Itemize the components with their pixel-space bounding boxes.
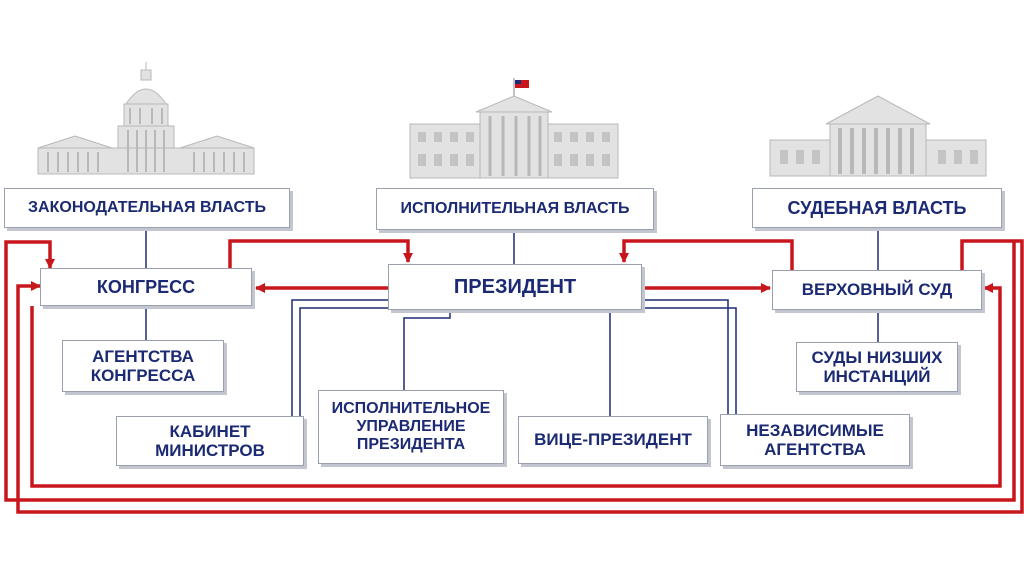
- executive-office-line2: УПРАВЛЕНИЕ: [356, 418, 466, 436]
- checks-and-balances-arrows: [4, 239, 1024, 514]
- congress-box: КОНГРЕСС: [40, 268, 252, 306]
- executive-branch-label: ИСПОЛНИТЕЛЬНАЯ ВЛАСТЬ: [400, 200, 630, 218]
- congress-agencies-line1: АГЕНТСТВА: [92, 346, 194, 366]
- vice-president-box: ВИЦЕ-ПРЕЗИДЕНТ: [518, 416, 708, 464]
- independent-agencies-box: НЕЗАВИСИМЫЕ АГЕНТСТВА: [720, 414, 910, 466]
- judicial-branch-label: СУДЕБНАЯ ВЛАСТЬ: [787, 197, 967, 218]
- congress-agencies-box: АГЕНТСТВА КОНГРЕССА: [62, 340, 224, 392]
- vice-president-label: ВИЦЕ-ПРЕЗИДЕНТ: [534, 430, 692, 450]
- congress-agencies-line2: КОНГРЕССА: [90, 366, 196, 385]
- legislative-branch-box: ЗАКОНОДАТЕЛЬНАЯ ВЛАСТЬ: [4, 188, 290, 228]
- supreme-court-box: ВЕРХОВНЫЙ СУД: [772, 270, 982, 310]
- lower-courts-line2: ИНСТАНЦИЙ: [823, 367, 931, 386]
- independent-agencies-line2: АГЕНТСТВА: [764, 440, 866, 459]
- cabinet-box: КАБИНЕТ МИНИСТРОВ: [116, 416, 304, 466]
- executive-office-line3: ПРЕЗИДЕНТА: [356, 435, 466, 453]
- cabinet-line2: МИНИСТРОВ: [155, 441, 265, 460]
- supreme-court-building-icon: [769, 95, 987, 177]
- executive-office-line1: ИСПОЛНИТЕЛЬНОЕ: [331, 400, 491, 418]
- legislative-branch-label: ЗАКОНОДАТЕЛЬНАЯ ВЛАСТЬ: [28, 199, 266, 217]
- lower-courts-box: СУДЫ НИЗШИХ ИНСТАНЦИЙ: [796, 342, 958, 392]
- cabinet-line1: КАБИНЕТ: [169, 421, 251, 441]
- supreme-court-label: ВЕРХОВНЫЙ СУД: [801, 280, 953, 300]
- independent-agencies-line1: НЕЗАВИСИМЫЕ: [746, 420, 884, 440]
- capitol-building-icon: [37, 62, 255, 175]
- president-label: ПРЕЗИДЕНТ: [453, 275, 577, 298]
- executive-branch-box: ИСПОЛНИТЕЛЬНАЯ ВЛАСТЬ: [376, 188, 654, 230]
- executive-office-box: ИСПОЛНИТЕЛЬНОЕ УПРАВЛЕНИЕ ПРЕЗИДЕНТА: [318, 390, 504, 464]
- hierarchy-connectors: [145, 228, 879, 416]
- congress-label: КОНГРЕСС: [96, 276, 196, 297]
- president-box: ПРЕЗИДЕНТ: [388, 264, 642, 310]
- white-house-icon: [409, 78, 619, 179]
- lower-courts-line1: СУДЫ НИЗШИХ: [811, 347, 943, 367]
- judicial-branch-box: СУДЕБНАЯ ВЛАСТЬ: [752, 188, 1002, 228]
